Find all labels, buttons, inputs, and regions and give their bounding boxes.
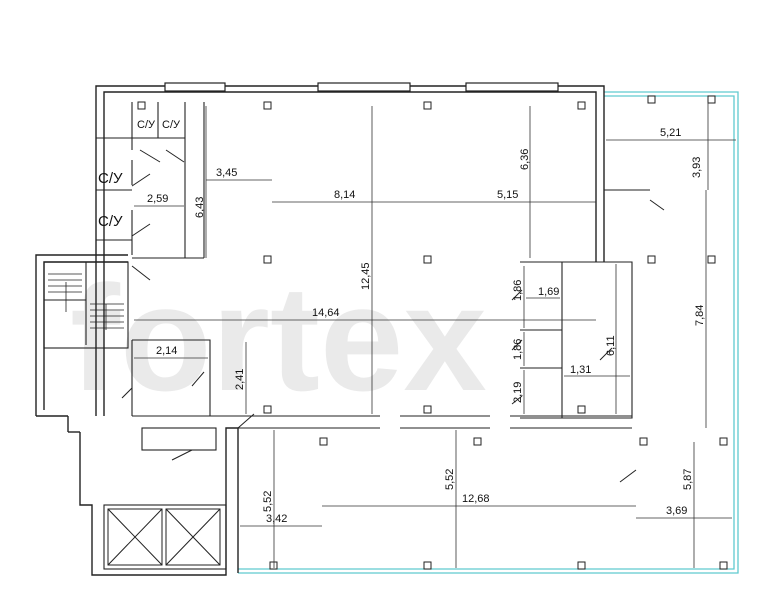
dimension-label: 2,19 xyxy=(512,382,524,403)
dimension-label: 2,14 xyxy=(156,345,177,357)
dimension-label: 1,86 xyxy=(512,339,524,360)
partitions xyxy=(43,102,650,570)
watermark-text: fortex xyxy=(70,254,487,422)
dimension-label: 2,41 xyxy=(234,369,246,390)
dimension-label: 8,14 xyxy=(334,189,355,201)
dimension-label: 1,86 xyxy=(512,280,524,301)
glass-perimeter xyxy=(238,91,739,574)
dimension-label: 14,64 xyxy=(312,307,340,319)
door-swings xyxy=(121,149,665,483)
dimension-label: 1,69 xyxy=(538,286,559,298)
dimension-label: 5,21 xyxy=(660,127,681,139)
columns xyxy=(137,95,728,570)
room-label-wc-small-2: С/У xyxy=(162,119,181,131)
dimension-label: 5,87 xyxy=(682,469,694,490)
dimension-lines xyxy=(134,102,736,568)
room-label-wc-large-2: С/У xyxy=(98,213,123,230)
dimension-label: 12,68 xyxy=(462,493,490,505)
windows xyxy=(164,82,559,92)
dimension-label: 3,42 xyxy=(266,513,287,525)
dimension-label: 7,84 xyxy=(694,305,706,326)
dimension-label: 3,93 xyxy=(691,157,703,178)
dimension-label: 5,52 xyxy=(444,469,456,490)
elevator-shafts xyxy=(107,508,221,566)
room-label-wc-small-1: С/У xyxy=(137,119,156,131)
dimension-label: 3,69 xyxy=(666,505,687,517)
dimension-label: 6,11 xyxy=(605,335,617,356)
dimension-label: 1,31 xyxy=(570,364,591,376)
dimension-label: 6,43 xyxy=(194,197,206,218)
staircase xyxy=(48,273,124,330)
dimension-label: 5,52 xyxy=(262,491,274,512)
room-label-wc-large-1: С/У xyxy=(98,170,123,187)
dimension-label: 12,45 xyxy=(360,262,372,290)
dimension-label: 3,45 xyxy=(216,167,237,179)
dimension-label: 2,59 xyxy=(147,193,168,205)
dimension-label: 6,36 xyxy=(519,149,531,170)
dimension-label: 5,15 xyxy=(497,189,518,201)
